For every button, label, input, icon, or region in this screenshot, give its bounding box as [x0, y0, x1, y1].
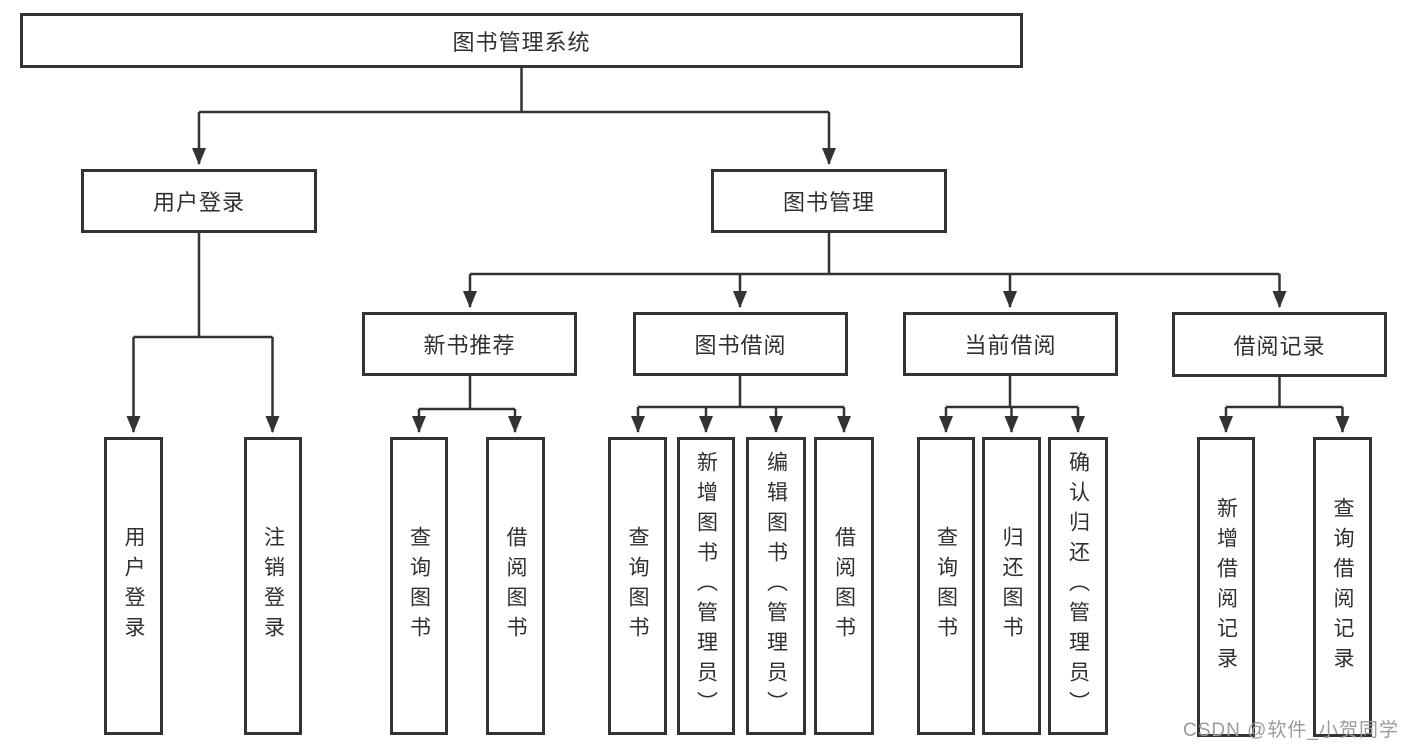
node-new-book-recommend: 新书推荐 [362, 312, 577, 376]
leaf-query-books-current: 查询图书 [917, 437, 975, 735]
leaf-user-login: 用户登录 [104, 437, 163, 735]
leaf-return-book: 归还图书 [982, 437, 1041, 735]
leaf-borrow-books-recommend: 借阅图书 [486, 437, 545, 735]
leaf-query-borrow-record: 查询借阅记录 [1313, 437, 1372, 737]
leaf-add-book-admin: 新增图书（管理员） [677, 437, 735, 735]
node-user-login: 用户登录 [81, 169, 317, 233]
leaf-query-books-recommend: 查询图书 [390, 437, 448, 735]
leaf-confirm-return-admin: 确认归还（管理员） [1048, 437, 1108, 735]
leaf-edit-book-admin: 编辑图书（管理员） [746, 437, 806, 735]
leaf-borrow-books: 借阅图书 [814, 437, 874, 735]
node-book-management: 图书管理 [711, 169, 947, 233]
node-book-borrowing: 图书借阅 [633, 312, 848, 376]
node-current-borrowing: 当前借阅 [903, 312, 1118, 376]
leaf-query-books-borrowing: 查询图书 [608, 437, 667, 735]
leaf-add-borrow-record: 新增借阅记录 [1197, 437, 1255, 737]
leaf-logout: 注销登录 [244, 437, 302, 735]
csdn-watermark: CSDN @软件_小贺同学 [1183, 720, 1399, 741]
node-root: 图书管理系统 [20, 13, 1023, 68]
node-borrowing-records: 借阅记录 [1172, 312, 1387, 377]
